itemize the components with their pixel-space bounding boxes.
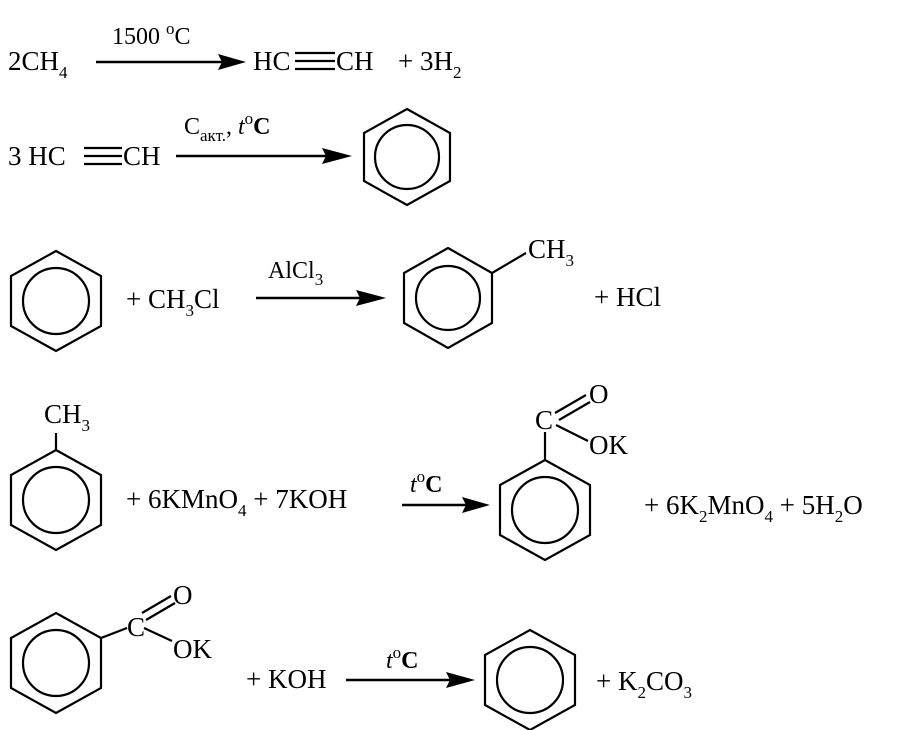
potassium-carbonate-product: + K2CO3 xyxy=(596,666,692,702)
reaction-2-arrowhead xyxy=(322,148,352,164)
toluene-ring xyxy=(9,433,103,552)
toluene-ring xyxy=(402,246,527,350)
carbonyl-oxygen: O xyxy=(589,379,609,409)
reaction-2: 3 HC CH Cакт., toC xyxy=(8,107,452,207)
reaction-4: CH3 + 6KMnO4 + 7KOH toC C O OK + 6K2MnO4… xyxy=(9,379,863,562)
reaction-3-condition: AlCl3 xyxy=(268,258,323,289)
carbonyl-oxygen: O xyxy=(173,580,193,610)
methane-formula: 2CH4 xyxy=(8,46,68,82)
reaction-3: + CH3Cl AlCl3 CH3 + HCl xyxy=(9,234,661,353)
acetylene-reactant-right: CH xyxy=(123,141,161,171)
triple-bond xyxy=(84,146,122,166)
acetylene-reactant-left: 3 HC xyxy=(8,141,66,171)
reaction-1: 2CH4 1500 oC HC CH + 3H2 xyxy=(8,19,461,82)
potassium-oxide-group: OK xyxy=(173,634,212,664)
reaction-5-arrowhead xyxy=(446,672,475,688)
methyl-group: CH3 xyxy=(528,234,574,270)
oxidant-reagents: + 6KMnO4 + 7KOH xyxy=(126,484,347,520)
carbonyl-carbon: C xyxy=(127,612,145,642)
triple-bond xyxy=(295,51,335,71)
reaction-5: C O OK + KOH toC + K2CO3 xyxy=(9,580,692,730)
chloromethane-reagent: + CH3Cl xyxy=(126,284,220,320)
benzene-ring xyxy=(483,628,577,730)
reaction-3-arrowhead xyxy=(356,290,386,306)
reaction-5-condition: toC xyxy=(386,643,419,674)
potassium-benzoate xyxy=(9,595,176,715)
reaction-4-arrowhead xyxy=(462,497,490,513)
reaction-1-arrowhead xyxy=(218,54,246,70)
manganate-water-products: + 6K2MnO4 + 5H2O xyxy=(644,490,863,526)
hydrogen-product: + 3H2 xyxy=(398,46,461,82)
potassium-oxide-group: OK xyxy=(589,430,628,460)
reaction-4-condition: toC xyxy=(410,467,443,498)
acetylene-left: HC xyxy=(253,46,291,76)
reaction-1-condition: 1500 oC xyxy=(112,19,191,50)
methyl-group: CH3 xyxy=(44,399,90,435)
benzene-ring xyxy=(362,107,452,207)
acetylene-right: CH xyxy=(336,46,374,76)
potassium-benzoate xyxy=(498,394,592,562)
benzene-ring xyxy=(9,249,103,353)
hcl-product: + HCl xyxy=(594,282,661,312)
carbonyl-carbon: C xyxy=(535,405,553,435)
reaction-2-condition: Cакт., toC xyxy=(184,109,271,145)
koh-reagent: + KOH xyxy=(246,664,326,694)
